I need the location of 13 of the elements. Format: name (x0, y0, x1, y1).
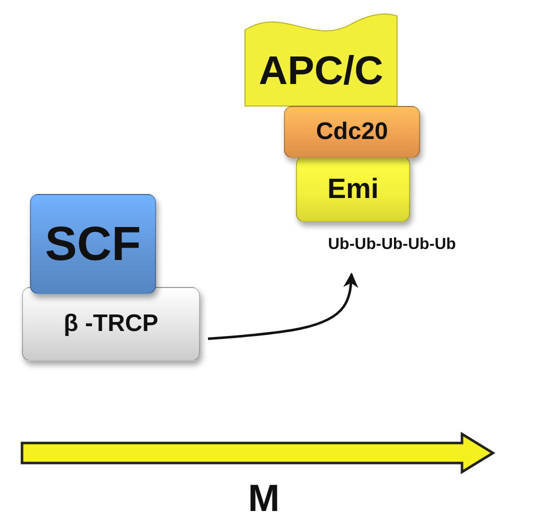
protein-label: Cdc20 (316, 118, 388, 146)
curved-arrow (208, 272, 358, 340)
protein-label: β -TRCP (64, 310, 158, 338)
protein-box (284, 106, 420, 158)
phase-label: M (248, 478, 280, 521)
protein-label: Emi (327, 173, 379, 205)
protein-box (30, 194, 156, 294)
ubiquitin-chain-label: Ub-Ub-Ub-Ub-Ub (328, 236, 456, 254)
protein-box (296, 156, 410, 222)
protein-box (22, 287, 200, 361)
protein-label: APC/C (258, 48, 384, 94)
protein-label: SCF (45, 216, 141, 272)
protein-complex-shape (245, 12, 397, 106)
